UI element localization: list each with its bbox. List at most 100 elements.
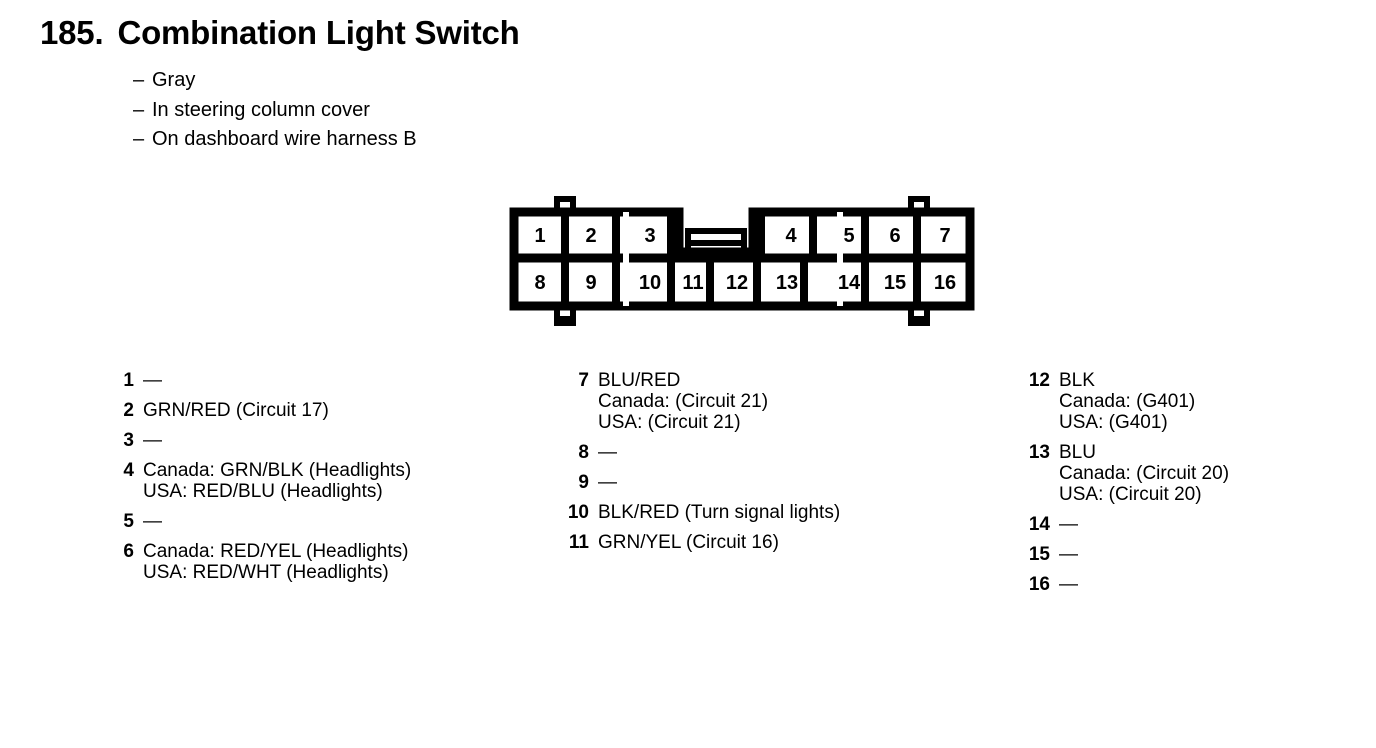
pin-entry-line: USA: RED/WHT (Headlights) — [143, 562, 389, 583]
connector-diagram: 1 2 3 4 5 6 7 8 9 10 11 12 13 14 15 16 — [509, 196, 975, 326]
pin-entry-line: BLU/RED — [598, 370, 681, 391]
bottom-row-pin-numbers: 8 9 10 11 12 13 14 15 16 — [534, 272, 956, 294]
pin-entry-description: — — [134, 370, 411, 391]
pin-entry-number: 15 — [1028, 544, 1050, 565]
pin-entry-description: GRN/YEL (Circuit 16) — [589, 532, 840, 553]
pin-entry-line: — — [1059, 514, 1078, 535]
pin-cell-8: 8 — [534, 272, 545, 294]
section-title: Combination Light Switch — [117, 14, 520, 51]
pin-cell-13: 13 — [776, 272, 798, 294]
pin-cell-5: 5 — [843, 225, 854, 247]
pin-cell-10: 10 — [639, 272, 661, 294]
pin-entry-description: — — [134, 511, 411, 532]
pin-entry-line: — — [143, 430, 162, 451]
pin-entry-number: 10 — [567, 502, 589, 523]
top-row-dividers — [561, 212, 921, 258]
pin-entry-10: 10 BLK/RED (Turn signal lights) — [563, 502, 840, 523]
pin-entry-number: 7 — [578, 370, 589, 391]
pin-entry-number: 9 — [578, 472, 589, 493]
pin-entry-description: Canada: RED/YEL (Headlights)USA: RED/WHT… — [134, 541, 411, 583]
pin-entry-1: 1— — [108, 370, 411, 391]
pin-entry-line: — — [1059, 544, 1078, 565]
pin-entry-description: — — [1050, 514, 1229, 535]
pin-cell-6: 6 — [889, 225, 900, 247]
top-row-pin-numbers: 1 2 3 4 5 6 7 — [534, 225, 950, 247]
pin-entry-line: — — [143, 370, 162, 391]
bottom-row-dividers — [561, 258, 921, 306]
pin-cell-16: 16 — [934, 272, 956, 294]
pin-entry-description: — — [1050, 544, 1229, 565]
pin-entry-number: 11 — [568, 532, 589, 553]
pin-entry-line: GRN/YEL (Circuit 16) — [598, 532, 779, 553]
pin-entry-line: — — [143, 511, 162, 532]
bullet-dash-icon: – — [133, 98, 145, 121]
pin-entry-number: 13 — [1028, 442, 1050, 463]
pin-cell-1: 1 — [534, 225, 545, 247]
pin-entry-number: 5 — [123, 511, 134, 532]
bullet-dash-icon: – — [133, 128, 145, 150]
pin-cell-11: 11 — [682, 272, 703, 294]
pin-entry-number: 3 — [123, 430, 134, 451]
pin-entry-description: GRN/RED (Circuit 17) — [134, 400, 411, 421]
section-number: 185. — [40, 14, 104, 51]
pin-entry-3: 3— — [108, 430, 411, 451]
page-title: 185. Combination Light Switch — [40, 14, 520, 52]
pin-entry-line: BLK — [1059, 370, 1095, 391]
pin-entry-description: — — [589, 442, 840, 463]
bullet-item: –Gray — [133, 66, 417, 96]
pin-entry-line: — — [1059, 574, 1078, 595]
pin-entry-line: — — [598, 442, 617, 463]
pin-entry-line: USA: RED/BLU (Headlights) — [143, 481, 383, 502]
pin-entry-line: Canada: (Circuit 20) — [1059, 463, 1230, 484]
pin-entry-description: — — [134, 430, 411, 451]
pin-cell-9: 9 — [585, 272, 596, 294]
pin-entry-line: Canada: GRN/BLK (Headlights) — [143, 460, 412, 481]
pin-entry-number: 12 — [1028, 370, 1050, 391]
pin-cell-3: 3 — [644, 225, 655, 247]
pin-entry-15: 15 — — [1024, 544, 1229, 565]
pin-entry-line: USA: (Circuit 20) — [1059, 484, 1202, 505]
pin-entry-line: BLU — [1059, 442, 1096, 463]
keying-slots — [623, 212, 843, 306]
bullet-label: Gray — [152, 69, 196, 91]
pin-entry-line: BLK/RED (Turn signal lights) — [598, 502, 841, 523]
pin-entry-number: 4 — [123, 460, 134, 481]
pin-entry-11: 11 GRN/YEL (Circuit 16) — [563, 532, 840, 553]
pin-cell-12: 12 — [726, 272, 748, 294]
pin-entry-line: USA: (Circuit 21) — [598, 412, 741, 433]
description-bullets: –Gray –In steering column cover –On dash… — [133, 66, 417, 155]
bullet-label: On dashboard wire harness B — [152, 128, 417, 150]
pin-entry-5: 5— — [108, 511, 411, 532]
bullet-dash-icon: – — [133, 69, 145, 91]
pin-entry-number: 6 — [123, 541, 134, 562]
pin-cell-15: 15 — [884, 272, 906, 294]
pin-entry-number: 14 — [1028, 514, 1050, 535]
pin-entry-description: Canada: GRN/BLK (Headlights)USA: RED/BLU… — [134, 460, 411, 502]
pin-entry-14: 14 — — [1024, 514, 1229, 535]
pin-entry-number: 16 — [1028, 574, 1050, 595]
pin-entry-line: — — [598, 472, 617, 493]
pin-entry-number: 2 — [123, 400, 134, 421]
pin-cell-2: 2 — [585, 225, 596, 247]
pin-entry-number: 8 — [578, 442, 589, 463]
pin-cell-7: 7 — [939, 225, 950, 247]
pin-entry-line: USA: (G401) — [1059, 412, 1168, 433]
pin-entry-line: Canada: RED/YEL (Headlights) — [143, 541, 409, 562]
pin-entry-9: 9— — [563, 472, 840, 493]
pin-cell-4: 4 — [785, 225, 797, 247]
pin-entry-description: — — [589, 472, 840, 493]
bullet-label: In steering column cover — [152, 98, 370, 121]
pin-entry-8: 8— — [563, 442, 840, 463]
